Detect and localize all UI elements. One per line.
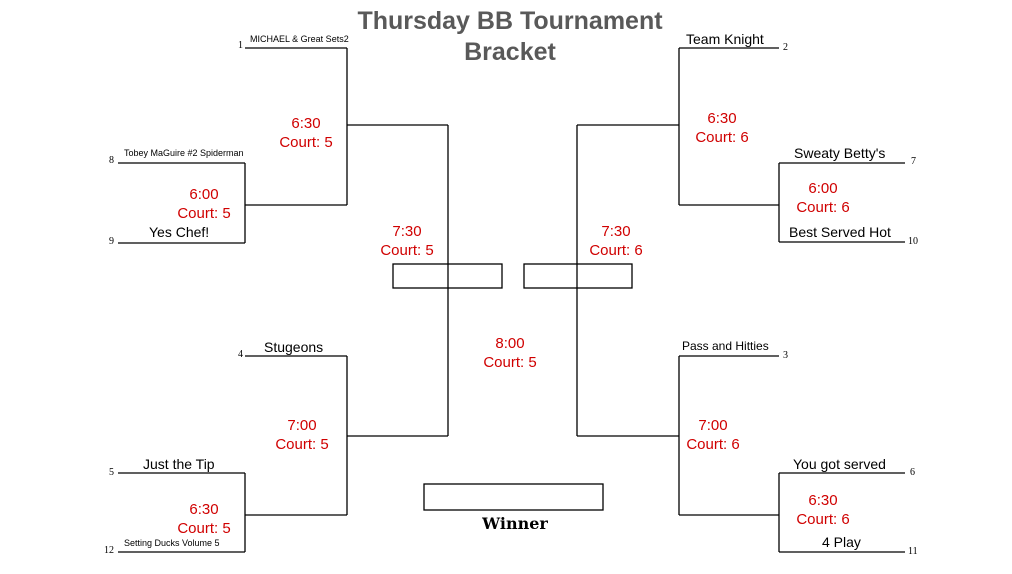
game-court: Court: 5 bbox=[275, 436, 329, 453]
game-time: 6:30 bbox=[189, 501, 219, 518]
game-time: 6:30 bbox=[808, 492, 838, 509]
game-court: Court: 5 bbox=[177, 205, 231, 222]
game-court: Court: 5 bbox=[380, 242, 434, 259]
game-label-g1: 6:30 Court: 5 bbox=[261, 114, 351, 152]
team-name-t4: Stugeons bbox=[264, 339, 324, 355]
seed-2: 2 bbox=[783, 42, 788, 53]
seed-7: 7 bbox=[911, 156, 916, 167]
game-time: 7:30 bbox=[601, 223, 631, 240]
game-label-7v10: 6:00 Court: 6 bbox=[778, 179, 868, 217]
team-name-t6: You got served bbox=[793, 456, 886, 472]
seed-12: 12 bbox=[104, 545, 114, 556]
game-label-final: 8:00 Court: 5 bbox=[465, 334, 555, 372]
team-name-t8: Tobey MaGuire #2 Spiderman bbox=[124, 148, 244, 158]
seed-8: 8 bbox=[109, 155, 114, 166]
seed-3: 3 bbox=[783, 350, 788, 361]
team-name-t2: Team Knight bbox=[686, 31, 764, 47]
team-name-t1: MICHAEL & Great Sets2 bbox=[250, 34, 349, 44]
game-time: 7:00 bbox=[287, 417, 317, 434]
game-label-5v12: 6:30 Court: 5 bbox=[159, 500, 249, 538]
team-name-t10: Best Served Hot bbox=[789, 224, 891, 240]
game-label-6v11: 6:30 Court: 6 bbox=[778, 491, 868, 529]
game-court: Court: 6 bbox=[686, 436, 740, 453]
game-court: Court: 6 bbox=[796, 199, 850, 216]
winner-label: Winner bbox=[482, 514, 548, 533]
game-label-g3: 7:00 Court: 6 bbox=[668, 416, 758, 454]
game-court: Court: 6 bbox=[796, 511, 850, 528]
game-label-left-semi: 7:30 Court: 5 bbox=[362, 222, 452, 260]
champion-box bbox=[423, 483, 604, 511]
game-time: 6:00 bbox=[189, 186, 219, 203]
team-name-t9: Yes Chef! bbox=[149, 224, 210, 240]
game-court: Court: 5 bbox=[279, 134, 333, 151]
seed-11: 11 bbox=[908, 546, 918, 557]
page-title: Thursday BB Tournament Bracket bbox=[330, 6, 690, 68]
game-time: 7:30 bbox=[392, 223, 422, 240]
title-line-2: Bracket bbox=[464, 38, 556, 66]
seed-1: 1 bbox=[238, 40, 243, 51]
game-time: 6:30 bbox=[291, 115, 321, 132]
seed-6: 6 bbox=[910, 467, 915, 478]
team-name-t7: Sweaty Betty's bbox=[794, 145, 886, 161]
game-label-8v9: 6:00 Court: 5 bbox=[159, 185, 249, 223]
seed-5: 5 bbox=[109, 467, 114, 478]
seed-9: 9 bbox=[109, 236, 114, 247]
right-finalist-box bbox=[523, 263, 633, 289]
game-label-g2: 6:30 Court: 6 bbox=[677, 109, 767, 147]
game-label-right-semi: 7:30 Court: 6 bbox=[571, 222, 661, 260]
left-finalist-box bbox=[392, 263, 503, 289]
team-name-t11: 4 Play bbox=[822, 534, 861, 550]
game-time: 8:00 bbox=[495, 335, 525, 352]
game-court: Court: 6 bbox=[589, 242, 643, 259]
game-time: 6:30 bbox=[707, 110, 737, 127]
title-line-1: Thursday BB Tournament bbox=[357, 7, 663, 35]
seed-10: 10 bbox=[908, 236, 918, 247]
game-court: Court: 5 bbox=[177, 520, 231, 537]
game-court: Court: 6 bbox=[695, 129, 749, 146]
game-court: Court: 5 bbox=[483, 354, 537, 371]
game-time: 6:00 bbox=[808, 180, 838, 197]
team-name-t5: Just the Tip bbox=[143, 456, 215, 472]
game-time: 7:00 bbox=[698, 417, 728, 434]
team-name-t3: Pass and Hitties bbox=[682, 339, 769, 353]
seed-4: 4 bbox=[238, 349, 243, 360]
team-name-t12: Setting Ducks Volume 5 bbox=[124, 538, 220, 548]
game-label-g4: 7:00 Court: 5 bbox=[257, 416, 347, 454]
